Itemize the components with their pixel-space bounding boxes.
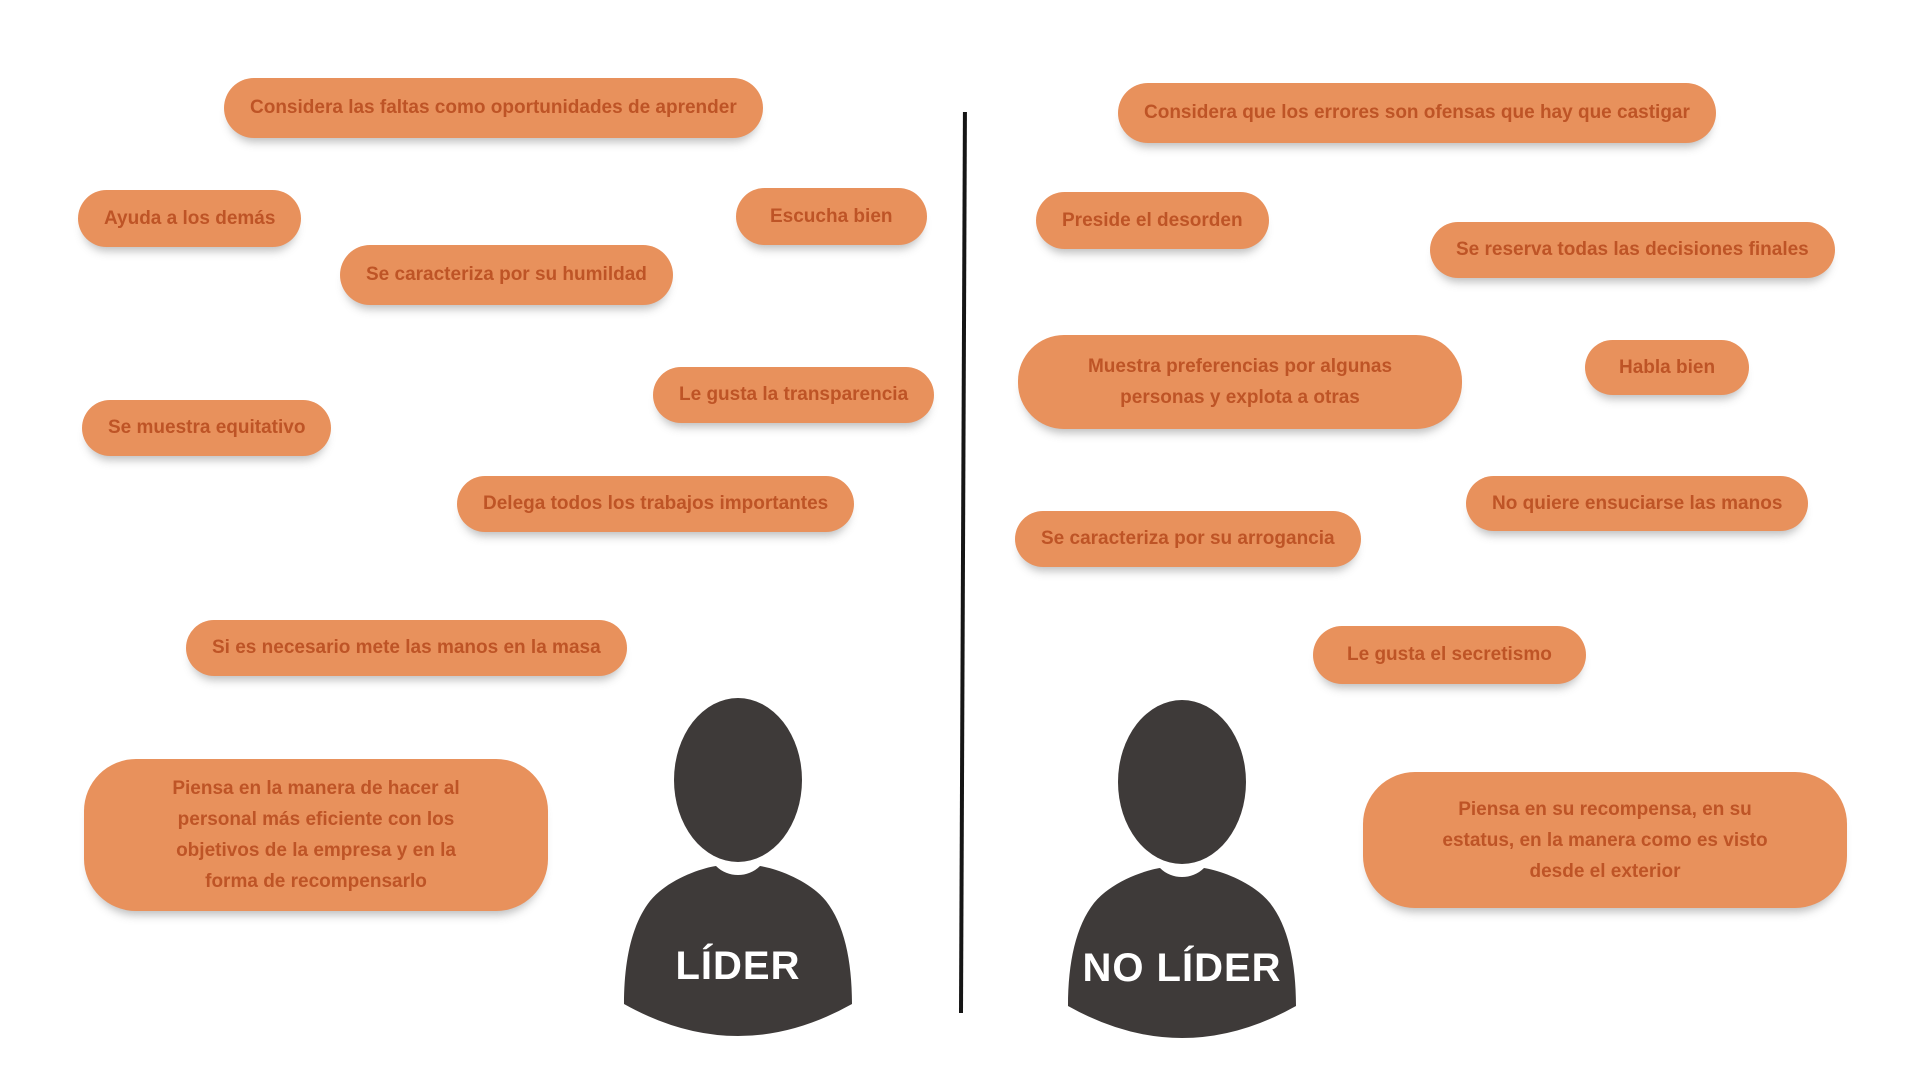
- pill-reserva-decisiones: Se reserva todas las decisiones finales: [1430, 222, 1835, 278]
- pill-line: estatus, en la manera como es visto: [1442, 829, 1768, 851]
- pill-errores-castigar: Considera que los errores son ofensas qu…: [1118, 83, 1716, 143]
- center-divider-line: [959, 111, 967, 1014]
- pill-preside-desorden: Preside el desorden: [1036, 192, 1269, 249]
- pill-line: Piensa en su recompensa, en su: [1458, 798, 1752, 820]
- pill-line: Muestra preferencias por algunas: [1087, 356, 1393, 377]
- leader-label: LÍDER: [675, 944, 801, 988]
- pill-faltas-oportunidades: Considera las faltas como oportunidades …: [224, 78, 763, 138]
- pill-escucha-bien: Escucha bien: [736, 188, 927, 245]
- pill-habla-bien: Habla bien: [1585, 340, 1750, 395]
- non-leader-figure: NO LÍDER: [1054, 700, 1310, 1040]
- pill-piensa-recompensa-estatus: Piensa en su recompensa, en su estatus, …: [1363, 772, 1847, 908]
- pill-delega-trabajos: Delega todos los trabajos importantes: [457, 476, 855, 532]
- pill-equitativo: Se muestra equitativo: [82, 400, 332, 456]
- pill-line: forma de recompensarlo: [205, 871, 427, 892]
- pill-line: personal más eficiente con los: [177, 809, 455, 830]
- pill-line: objetivos de la empresa y en la: [176, 840, 456, 861]
- pill-secretismo: Le gusta el secretismo: [1313, 626, 1586, 684]
- non-leader-label: NO LÍDER: [1082, 946, 1282, 990]
- pill-transparencia: Le gusta la transparencia: [653, 367, 935, 423]
- leader-figure: LÍDER: [610, 698, 866, 1038]
- pill-humildad: Se caracteriza por su humildad: [340, 245, 673, 305]
- pill-line: personas y explota a otras: [1120, 387, 1360, 408]
- person-silhouette-icon: [1068, 700, 1296, 1038]
- pill-arrogancia: Se caracteriza por su arrogancia: [1015, 511, 1361, 567]
- pill-piensa-personal-eficiente: Piensa en la manera de hacer al personal…: [84, 759, 548, 911]
- pill-line: Piensa en la manera de hacer al: [172, 778, 460, 799]
- pill-no-ensuciarse: No quiere ensuciarse las manos: [1466, 476, 1809, 531]
- pill-manos-masa: Si es necesario mete las manos en la mas…: [186, 620, 627, 676]
- pill-preferencias-explota: Muestra preferencias por algunas persona…: [1018, 335, 1462, 429]
- pill-ayuda-demas: Ayuda a los demás: [78, 190, 302, 247]
- pill-line: desde el exterior: [1529, 860, 1681, 882]
- person-silhouette-icon: [624, 698, 852, 1036]
